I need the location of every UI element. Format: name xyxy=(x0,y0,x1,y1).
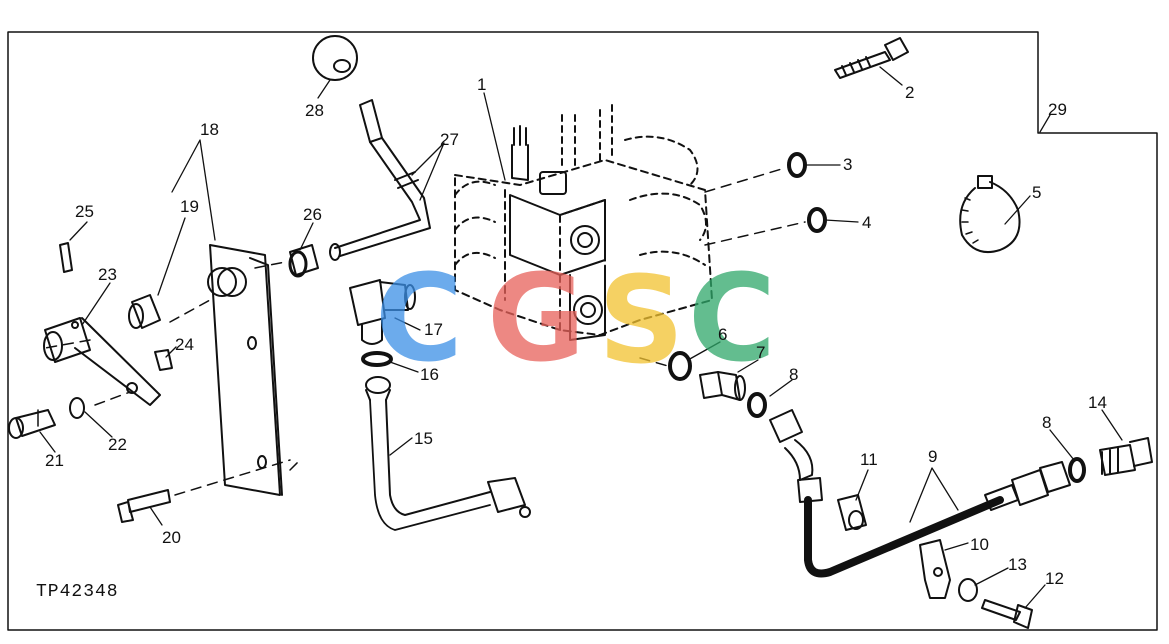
bushing-19 xyxy=(128,294,161,329)
callout-3: 3 xyxy=(843,155,852,174)
key-24 xyxy=(154,349,173,371)
callout-19: 19 xyxy=(180,197,199,216)
o-ring-3 xyxy=(787,152,807,178)
mounting-plate-18 xyxy=(207,244,283,496)
callout-16: 16 xyxy=(420,365,439,384)
leader-lines xyxy=(39,66,1123,609)
callout-18: 18 xyxy=(200,120,219,139)
callout-15: 15 xyxy=(414,429,433,448)
callout-27: 27 xyxy=(440,130,459,149)
control-valve xyxy=(454,104,713,341)
o-ring-16 xyxy=(361,351,393,367)
assembly-lines xyxy=(44,167,806,496)
o-ring-8b xyxy=(1068,457,1086,483)
bracket-10 xyxy=(919,539,951,599)
o-ring-6 xyxy=(668,351,692,381)
callout-25: 25 xyxy=(75,202,94,221)
callout-9: 9 xyxy=(928,447,937,466)
callout-12: 12 xyxy=(1045,569,1064,588)
o-ring-4 xyxy=(807,207,827,233)
callout-5: 5 xyxy=(1032,183,1041,202)
plug-14 xyxy=(1099,437,1153,476)
watermark: C G S C xyxy=(375,250,776,391)
callout-21: 21 xyxy=(45,451,64,470)
fitting-26 xyxy=(288,244,319,278)
callout-14: 14 xyxy=(1088,393,1107,412)
figure-id: TP42348 xyxy=(36,582,119,602)
callout-2: 2 xyxy=(905,83,914,102)
callout-29: 29 xyxy=(1048,100,1067,119)
elbow-fitting-17 xyxy=(349,279,416,345)
callout-8b: 8 xyxy=(1042,413,1051,432)
callout-10: 10 xyxy=(970,535,989,554)
callout-26: 26 xyxy=(303,205,322,224)
callout-4: 4 xyxy=(862,213,871,232)
watermark-letter-g: G xyxy=(487,250,586,389)
spacer-11 xyxy=(837,494,867,531)
callout-28: 28 xyxy=(305,101,324,120)
callout-7: 7 xyxy=(756,343,765,362)
callout-8: 8 xyxy=(789,365,798,384)
clevis-pin-21 xyxy=(8,409,56,439)
bolt-20 xyxy=(117,489,171,523)
callout-24: 24 xyxy=(175,335,194,354)
tube-line-15 xyxy=(365,376,531,531)
washer-13 xyxy=(958,578,978,602)
lever-23 xyxy=(43,317,161,406)
ball-knob-28 xyxy=(312,35,358,81)
watermark-letter-c1: C xyxy=(375,250,463,389)
callout-11: 11 xyxy=(860,450,878,469)
bolt-2 xyxy=(834,37,909,79)
callout-20: 20 xyxy=(162,528,181,547)
callout-1: 1 xyxy=(477,75,486,94)
callout-13: 13 xyxy=(1008,555,1027,574)
fitting-7 xyxy=(699,371,746,401)
callout-6: 6 xyxy=(718,325,727,344)
callout-labels: 1 2 3 4 5 6 7 8 8 9 10 11 12 13 14 15 16… xyxy=(45,75,1107,588)
callout-17: 17 xyxy=(424,320,443,339)
roll-pin-25 xyxy=(59,242,73,273)
o-ring-8 xyxy=(747,392,767,418)
hose-clamp xyxy=(959,175,1021,254)
washer-22 xyxy=(69,397,85,419)
callout-22: 22 xyxy=(108,435,127,454)
tube-27 xyxy=(329,99,431,261)
watermark-letter-s: S xyxy=(598,252,684,391)
bolt-12 xyxy=(981,599,1033,629)
diagram-border xyxy=(7,31,1158,631)
hydraulic-hose xyxy=(769,409,1071,578)
callout-23: 23 xyxy=(98,265,117,284)
watermark-letter-c2: C xyxy=(688,250,776,389)
